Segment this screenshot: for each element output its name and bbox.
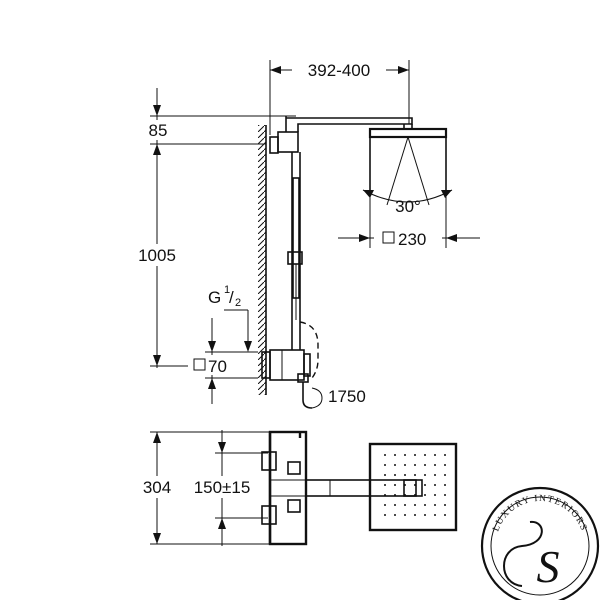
height-dimension-chain: 85 1005 <box>130 88 296 368</box>
mixer-square-dimension: 70 <box>188 318 258 404</box>
inlet-spacing-dimension: 150±15 <box>186 430 268 546</box>
temperature-knob <box>287 499 301 513</box>
arm-reach-dimension: 392-400 <box>269 58 410 135</box>
mixer-height-label: 304 <box>143 478 171 497</box>
height-label: 1005 <box>138 246 176 265</box>
logo-monogram: S <box>537 541 560 592</box>
wall-hatching <box>258 125 266 395</box>
square-symbol <box>382 231 395 244</box>
mixer-square-label: 70 <box>208 357 227 376</box>
diverter-knob <box>287 461 301 475</box>
thread-denominator: 2 <box>235 297 241 309</box>
mixer-body-side <box>269 349 305 381</box>
luxury-interiors-logo: LUXURY INTERIORS S <box>480 486 600 600</box>
thread-prefix: G <box>208 288 221 307</box>
svg-text:/: / <box>229 288 234 307</box>
riser-top-cap <box>277 131 299 153</box>
head-shower-plate <box>368 127 448 139</box>
head-square-label: 230 <box>398 230 426 249</box>
front-view: 304 150±15 <box>136 430 458 546</box>
thread-label: G 1 / 2 <box>208 284 252 352</box>
arm-reach-label: 392-400 <box>308 61 370 80</box>
logo-swirl <box>503 520 543 587</box>
lower-valve <box>261 505 277 525</box>
head-shower: 30° <box>362 127 453 216</box>
head-square-dimension: 230 <box>338 196 480 249</box>
shower-riser <box>269 116 303 350</box>
riser-front <box>261 430 308 546</box>
inlet-spacing-label: 150±15 <box>194 478 251 497</box>
wall-bracket-top <box>269 136 279 154</box>
head-shower-plan <box>368 442 458 532</box>
spray-angle-label: 30° <box>395 197 421 216</box>
hose-length-label: 1750 <box>328 387 366 406</box>
mixer-square-symbol <box>193 358 206 371</box>
slider-holder <box>287 251 303 265</box>
mixer-side-profile: 1750 <box>261 321 366 409</box>
upper-valve <box>261 451 277 471</box>
shower-hose <box>299 321 319 379</box>
thread-numerator: 1 <box>224 284 230 296</box>
side-view: 392-400 85 1005 <box>130 58 480 409</box>
logo-inner-ring <box>490 496 590 596</box>
ceiling-offset-label: 85 <box>149 121 168 140</box>
head-shower-square <box>368 442 458 532</box>
logo-outer-ring <box>480 486 600 600</box>
